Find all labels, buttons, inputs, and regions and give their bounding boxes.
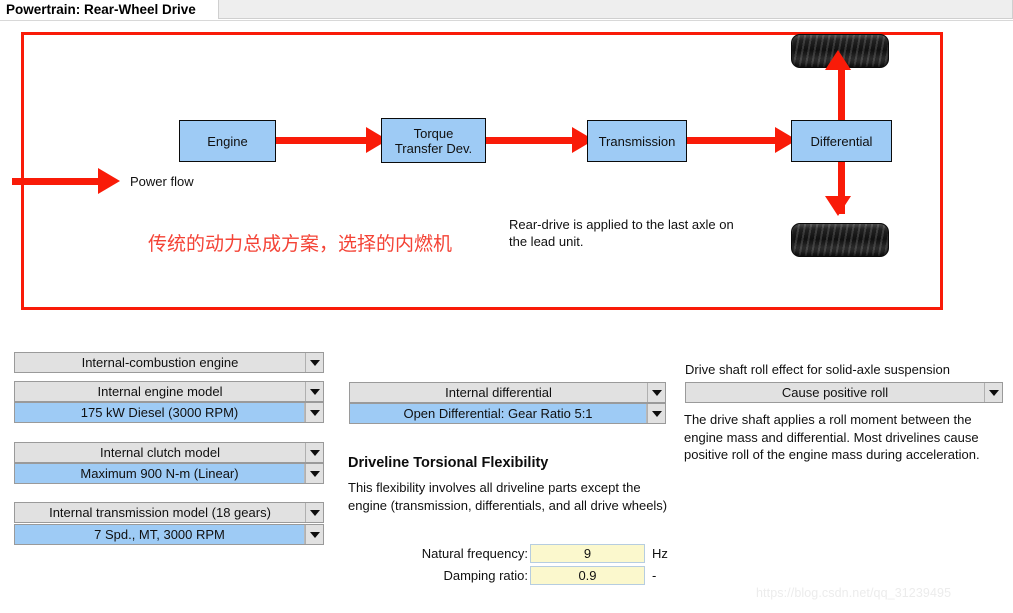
flow-line-torque-to-transmission xyxy=(486,137,574,144)
chevron-down-icon[interactable] xyxy=(305,503,323,522)
natural-frequency-row: Natural frequency: xyxy=(380,544,528,563)
engine-model-value-text: 175 kW Diesel (3000 RPM) xyxy=(15,403,305,422)
chevron-down-icon[interactable] xyxy=(305,382,323,401)
natural-frequency-input[interactable]: 9 xyxy=(530,544,645,563)
natural-frequency-unit: Hz xyxy=(652,546,668,561)
chevron-down-icon[interactable] xyxy=(305,525,323,544)
damping-ratio-row: Damping ratio: xyxy=(380,566,528,585)
title-bar-divider xyxy=(0,20,1013,21)
chevron-down-icon[interactable] xyxy=(984,383,1002,402)
clutch-model-value-text: Maximum 900 N-m (Linear) xyxy=(15,464,305,483)
flow-line-transmission-to-differential xyxy=(687,137,777,144)
powertrain-type-dropdown[interactable]: Internal-combustion engine xyxy=(14,352,324,373)
page-title: Powertrain: Rear-Wheel Drive xyxy=(6,2,196,17)
clutch-model-value-dropdown[interactable]: Maximum 900 N-m (Linear) xyxy=(14,463,324,484)
clutch-model-label-dropdown[interactable]: Internal clutch model xyxy=(14,442,324,463)
diagram-block-engine[interactable]: Engine xyxy=(179,120,276,162)
drive-shaft-roll-effect-value: Cause positive roll xyxy=(781,385,889,400)
differential-label-dropdown[interactable]: Internal differential xyxy=(349,382,666,403)
rear-drive-note: Rear-drive is applied to the last axle o… xyxy=(509,217,734,249)
wheel-tire-bottom xyxy=(791,223,889,257)
drive-shaft-roll-effect-description: The drive shaft applies a roll moment be… xyxy=(684,412,980,462)
clutch-model-label-text: Internal clutch model xyxy=(100,445,220,460)
engine-model-label-text: Internal engine model xyxy=(97,384,223,399)
flow-line-differential-to-bottom-wheel xyxy=(838,158,845,214)
transmission-model-value-text: 7 Spd., MT, 3000 RPM xyxy=(15,525,305,544)
diagram-block-engine-label: Engine xyxy=(207,133,248,149)
natural-frequency-label: Natural frequency: xyxy=(421,546,528,561)
tab-strip-empty-area[interactable] xyxy=(218,0,1013,19)
chevron-down-icon[interactable] xyxy=(305,353,323,372)
engine-model-label-dropdown[interactable]: Internal engine model xyxy=(14,381,324,402)
transmission-model-value-dropdown[interactable]: 7 Spd., MT, 3000 RPM xyxy=(14,524,324,545)
diagram-block-differential-label: Differential xyxy=(810,133,873,149)
diagram-block-torque-transfer-device[interactable]: Torque Transfer Dev. xyxy=(381,118,486,163)
watermark-text: https://blog.csdn.net/qq_31239495 xyxy=(756,586,952,600)
powertrain-diagram-panel xyxy=(21,32,943,310)
driveline-torsional-flexibility-description: This flexibility involves all driveline … xyxy=(348,480,668,513)
diagram-block-transmission-label: Transmission xyxy=(598,133,676,149)
chevron-down-icon[interactable] xyxy=(647,404,665,423)
drive-shaft-roll-effect-label: Drive shaft roll effect for solid-axle s… xyxy=(685,362,950,377)
flow-arrow-down-icon xyxy=(825,196,851,216)
diagram-block-differential[interactable]: Differential xyxy=(791,120,892,162)
driveline-torsional-flexibility-heading: Driveline Torsional Flexibility xyxy=(348,455,549,471)
transmission-model-label-dropdown[interactable]: Internal transmission model (18 gears) xyxy=(14,502,324,523)
window-title-bar: Powertrain: Rear-Wheel Drive xyxy=(0,0,1013,21)
power-flow-arrow-icon xyxy=(98,168,120,194)
transmission-model-label-text: Internal transmission model (18 gears) xyxy=(49,505,271,520)
power-flow-label: Power flow xyxy=(130,174,194,189)
powertrain-type-dropdown-value: Internal-combustion engine xyxy=(81,355,239,370)
diagram-block-torque-label-line1: Torque xyxy=(413,125,454,141)
power-flow-line xyxy=(12,178,100,185)
chevron-down-icon[interactable] xyxy=(647,383,665,402)
flow-line-engine-to-torque xyxy=(276,137,368,144)
drive-shaft-roll-effect-dropdown[interactable]: Cause positive roll xyxy=(685,382,1003,403)
flow-line-differential-to-top-wheel xyxy=(838,68,845,124)
chevron-down-icon[interactable] xyxy=(305,403,323,422)
differential-value-dropdown[interactable]: Open Differential: Gear Ratio 5:1 xyxy=(349,403,666,424)
engine-model-value-dropdown[interactable]: 175 kW Diesel (3000 RPM) xyxy=(14,402,324,423)
flow-arrow-up-icon xyxy=(825,50,851,70)
damping-ratio-input[interactable]: 0.9 xyxy=(530,566,645,585)
damping-ratio-label: Damping ratio: xyxy=(443,568,528,583)
differential-value-text: Open Differential: Gear Ratio 5:1 xyxy=(350,404,647,423)
chevron-down-icon[interactable] xyxy=(305,464,323,483)
damping-ratio-unit: - xyxy=(652,568,657,583)
diagram-block-transmission[interactable]: Transmission xyxy=(587,120,687,162)
chinese-annotation-note: 传统的动力总成方案，选择的内燃机 xyxy=(148,233,453,255)
chevron-down-icon[interactable] xyxy=(305,443,323,462)
differential-label-text: Internal differential xyxy=(445,385,552,400)
diagram-block-torque-label-line2: Transfer Dev. xyxy=(394,140,473,156)
